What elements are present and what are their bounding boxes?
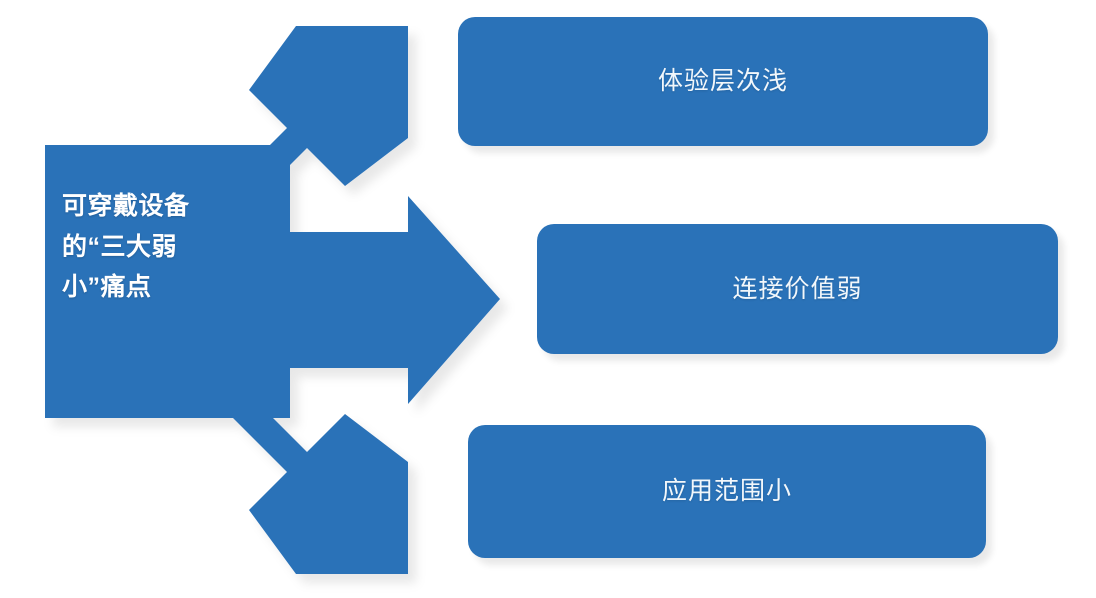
node-box-application[interactable]: 应用范围小: [468, 425, 986, 558]
arrow-right: [183, 196, 500, 404]
node-label-application: 应用范围小: [661, 477, 792, 506]
source-block-label: 可穿戴设备 的“三大弱 小”痛点: [62, 192, 190, 301]
arrow-down-right: [183, 348, 408, 574]
node-label-connection: 连接价值弱: [732, 274, 863, 303]
arrow-up-right: [183, 26, 408, 252]
node-box-connection[interactable]: 连接价值弱: [537, 224, 1058, 354]
node-label-experience: 体验层次浅: [657, 67, 788, 96]
node-box-experience[interactable]: 体验层次浅: [458, 17, 988, 146]
